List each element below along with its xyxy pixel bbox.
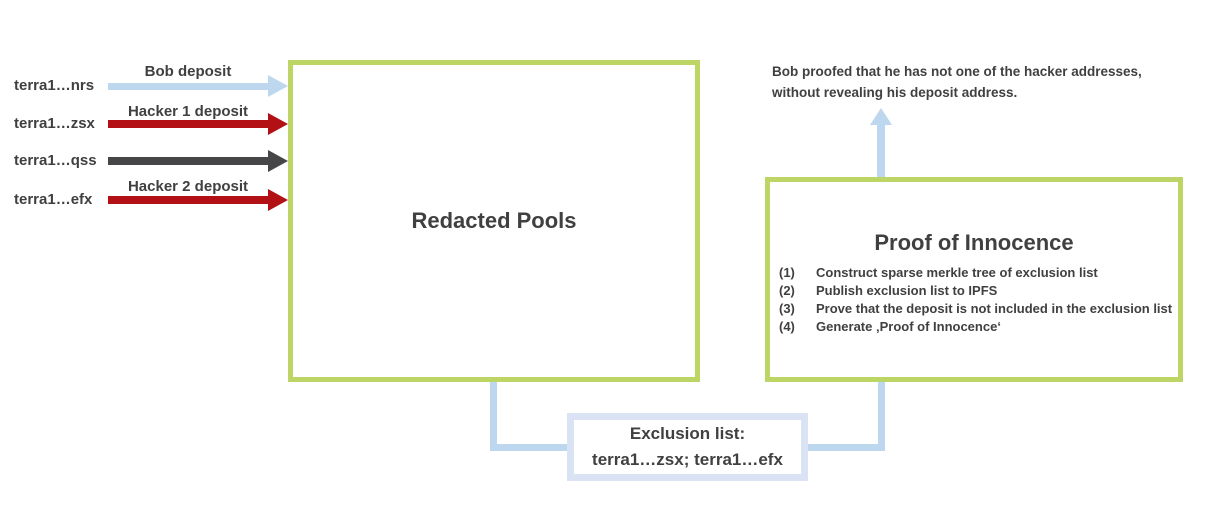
proof-step-4-text: Generate ‚Proof of Innocence‘ (816, 319, 1001, 334)
exclusion-list-title: Exclusion list: (629, 424, 746, 443)
hacker2-deposit-arrow (108, 196, 269, 204)
connector-pools-down (490, 382, 497, 451)
address-label-hacker2: terra1…efx (14, 191, 93, 208)
proof-step-4: (4) Generate ‚Proof of Innocence‘ (770, 318, 1178, 336)
proof-of-innocence-box: Proof of Innocence (1) Construct sparse … (765, 177, 1183, 382)
connector-proof-down (878, 382, 885, 451)
arrow-label-bob-deposit: Bob deposit (144, 63, 232, 80)
proof-up-arrowhead-icon (870, 108, 892, 125)
exclusion-list-box: Exclusion list: terra1…zsx; terra1…efx (567, 413, 808, 481)
proof-step-3-number: (3) (779, 301, 795, 316)
proof-step-3-text: Prove that the deposit is not included i… (816, 301, 1173, 316)
proof-step-2-text: Publish exclusion list to IPFS (816, 283, 998, 298)
bob-proof-annotation: Bob proofed that he has not one of the h… (772, 61, 1197, 103)
hacker1-deposit-arrowhead-icon (268, 113, 288, 135)
proof-step-1-number: (1) (779, 265, 795, 280)
qss-deposit-arrow (108, 157, 269, 165)
hacker2-deposit-arrowhead-icon (268, 189, 288, 211)
proof-step-1-text: Construct sparse merkle tree of exclusio… (816, 265, 1098, 280)
proof-step-1: (1) Construct sparse merkle tree of excl… (770, 264, 1178, 282)
qss-deposit-arrowhead-icon (268, 150, 288, 172)
proof-up-arrow (877, 123, 885, 177)
arrow-label-hacker2-deposit: Hacker 2 deposit (127, 178, 249, 195)
connector-exclusion-to-proof (804, 444, 885, 451)
bob-proof-annotation-line1: Bob proofed that he has not one of the h… (772, 64, 1142, 79)
proof-step-2-number: (2) (779, 283, 795, 298)
address-label-qss: terra1…qss (14, 152, 97, 169)
address-label-bob: terra1…nrs (14, 77, 95, 94)
proof-step-3: (3) Prove that the deposit is not includ… (770, 300, 1178, 318)
hacker1-deposit-arrow (108, 120, 269, 128)
bob-deposit-arrow (108, 83, 269, 90)
proof-step-2: (2) Publish exclusion list to IPFS (770, 282, 1178, 300)
bob-proof-annotation-line2: without revealing his deposit address. (772, 85, 1018, 100)
redacted-pools-box: Redacted Pools (288, 60, 700, 382)
exclusion-list-items: terra1…zsx; terra1…efx (592, 450, 783, 469)
proof-of-innocence-title: Proof of Innocence (874, 230, 1074, 255)
bob-deposit-arrowhead-icon (268, 75, 288, 97)
proof-steps-list: (1) Construct sparse merkle tree of excl… (770, 264, 1178, 336)
redacted-pools-title: Redacted Pools (411, 208, 577, 233)
proof-step-4-number: (4) (779, 319, 795, 334)
address-label-hacker1: terra1…zsx (14, 115, 95, 132)
connector-pools-to-exclusion (490, 444, 572, 451)
arrow-label-hacker1-deposit: Hacker 1 deposit (127, 103, 249, 120)
